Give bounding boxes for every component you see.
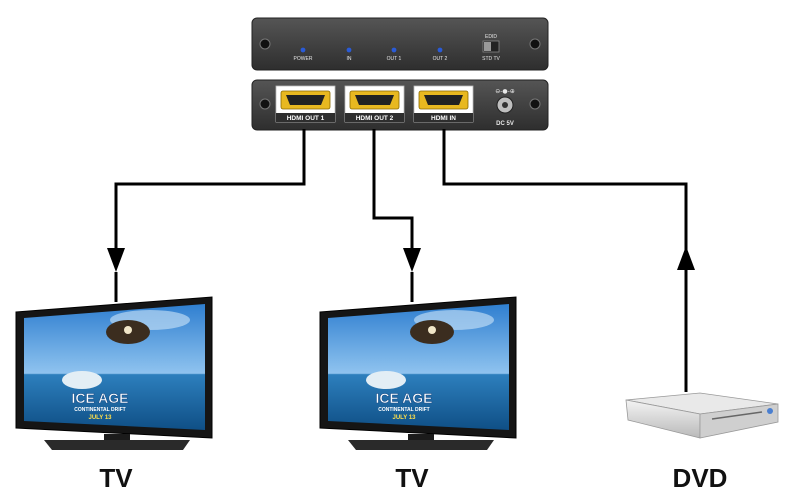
led-out1-icon <box>391 47 397 53</box>
arrow-down-icon <box>107 248 125 272</box>
tv-1-screen-date: JULY 13 <box>88 415 112 421</box>
splitter-back-panel: HDMI OUT 1 HDMI OUT 2 HDMI IN ⊖-●-⊕ DC 5… <box>251 79 549 131</box>
dvd-power-button[interactable] <box>767 408 773 414</box>
cable-dvd-to-in <box>442 129 688 392</box>
led-in-icon <box>346 47 352 53</box>
splitter-front-panel: POWER IN OUT 1 OUT 2 EDID STD TV <box>251 17 549 71</box>
tv-2-stand <box>408 434 434 440</box>
tv-2-screen-title: ICE AGE <box>375 390 432 406</box>
ice-floe-icon <box>62 371 102 389</box>
dvd-player <box>625 392 779 439</box>
tv-2-screen-subtitle: CONTINENTAL DRIFT <box>378 407 429 413</box>
edid-label: EDID <box>485 34 497 40</box>
tv-1-screen-title: ICE AGE <box>71 390 128 406</box>
led-out2-icon <box>437 47 443 53</box>
led-label-power: POWER <box>294 56 313 62</box>
hdmi-out-1-label: HDMI OUT 1 <box>287 115 325 122</box>
hdmi-out-1-port[interactable]: HDMI OUT 1 <box>275 85 336 123</box>
dc-5v-label: DC 5V <box>496 121 514 127</box>
screw-icon <box>529 38 541 50</box>
led-label-out1: OUT 1 <box>387 56 402 62</box>
led-power-icon <box>300 47 306 53</box>
tv-1-screen-subtitle: CONTINENTAL DRIFT <box>74 407 125 413</box>
led-label-out2: OUT 2 <box>433 56 448 62</box>
led-label-in: IN <box>347 56 352 62</box>
edid-options-label: STD TV <box>482 56 500 62</box>
screw-icon <box>259 38 271 50</box>
tv-2: ICE AGE CONTINENTAL DRIFT JULY 13 <box>319 296 517 450</box>
dc-polarity-icon: ⊖-●-⊕ <box>495 88 515 95</box>
cable-out2-to-tv2 <box>372 129 414 257</box>
hdmi-out-2-label: HDMI OUT 2 <box>356 115 394 122</box>
tv-2-label: TV <box>395 463 429 493</box>
tv-1: ICE AGE CONTINENTAL DRIFT JULY 13 <box>15 296 213 450</box>
hdmi-in-label: HDMI IN <box>431 115 456 122</box>
screw-icon <box>529 98 541 110</box>
tv-1-stand <box>104 434 130 440</box>
arrow-up-icon <box>677 246 695 270</box>
tv-2-screen-date: JULY 13 <box>392 415 416 421</box>
dvd-label: DVD <box>673 463 728 493</box>
screw-icon <box>259 98 271 110</box>
cable-out1-to-tv1 <box>114 129 306 257</box>
ice-floe-icon <box>366 371 406 389</box>
arrow-down-icon <box>403 248 421 272</box>
hdmi-out-2-port[interactable]: HDMI OUT 2 <box>344 85 405 123</box>
tv-1-label: TV <box>99 463 133 493</box>
hdmi-in-port[interactable]: HDMI IN <box>413 85 474 123</box>
